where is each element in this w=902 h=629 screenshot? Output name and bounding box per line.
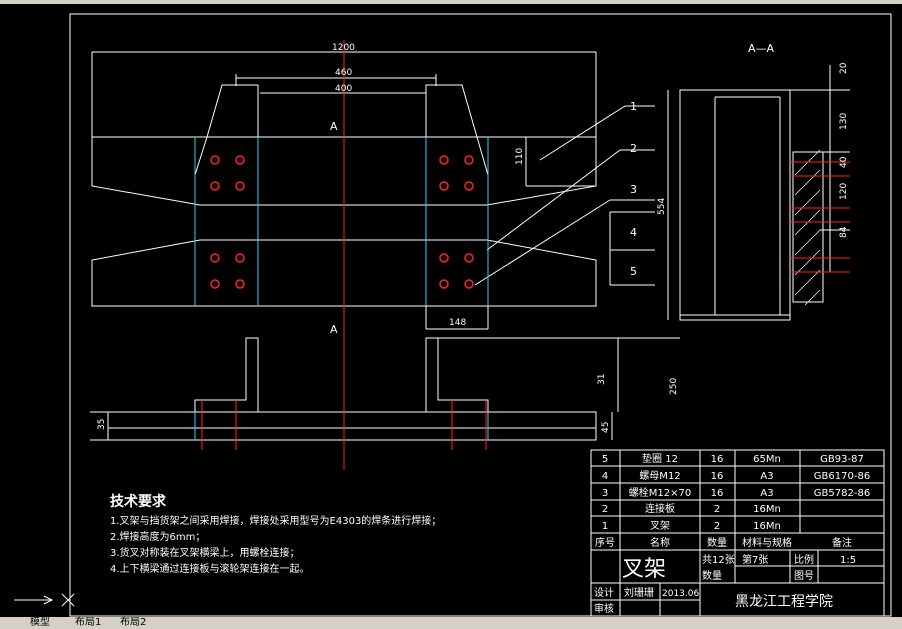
bottom-beam — [107, 411, 597, 441]
sheets-total: 共12张 — [702, 554, 735, 566]
callout-5: 5 — [630, 265, 637, 278]
part-2-name: 连接板 — [645, 502, 675, 515]
qty-label: 数量 — [702, 569, 722, 582]
top-toolbar-edge — [0, 0, 902, 4]
tab-layout1[interactable]: 布局1 — [75, 617, 102, 628]
dim-45: 45 — [601, 422, 611, 433]
scale-label: 比例 — [794, 553, 814, 566]
part-1-name: 叉架 — [650, 520, 670, 532]
section-view-outline — [679, 89, 791, 321]
left-fork-outline — [194, 84, 259, 307]
header-name: 名称 — [650, 536, 670, 549]
part-3-name: 螺栓M12×70 — [629, 486, 691, 499]
part-1-no: 1 — [602, 521, 608, 532]
part-5-name: 垫圈 12 — [642, 452, 678, 465]
tab-layout2[interactable]: 布局2 — [120, 617, 147, 628]
dim-31: 31 — [597, 374, 607, 385]
bottom-right-bracket — [425, 337, 489, 412]
dim-400: 400 — [335, 84, 352, 94]
bolt-holes — [210, 155, 474, 289]
dim-148: 148 — [449, 318, 466, 328]
tech-requirements-title: 技术要求 — [110, 493, 167, 510]
section-label: A—A — [748, 42, 775, 55]
part-3-qty: 16 — [711, 488, 724, 499]
header-material: 材料与规格 — [742, 536, 792, 549]
part-4-note: GB6170-86 — [814, 471, 870, 482]
review-label: 审核 — [594, 602, 614, 615]
tech-requirement-4: 4.上下横梁通过连接板与滚轮架连接在一起。 — [110, 562, 310, 575]
ucs-icon — [14, 593, 75, 607]
designer-name: 刘珊珊 — [624, 587, 654, 599]
header-qty: 数量 — [707, 536, 727, 549]
part-4-no: 4 — [602, 471, 608, 482]
drawing-name: 叉架 — [622, 557, 666, 582]
dim-120: 120 — [839, 183, 849, 200]
callout-3: 3 — [630, 183, 637, 196]
part-5-no: 5 — [602, 454, 608, 465]
callout-2: 2 — [630, 142, 637, 155]
part-5-qty: 16 — [711, 454, 724, 465]
callout-4: 4 — [630, 226, 637, 239]
header-note: 备注 — [832, 536, 852, 549]
dim-1200: 1200 — [332, 43, 355, 53]
dim-84: 84 — [839, 226, 849, 238]
bottom-left-bracket — [194, 337, 259, 412]
cut-label-bottom: A — [330, 323, 338, 336]
part-4-material: A3 — [760, 471, 773, 482]
dim-110: 110 — [515, 148, 525, 165]
part-3-note: GB5782-86 — [814, 488, 870, 499]
school-name: 黑龙江工程学院 — [735, 594, 833, 610]
tech-requirement-1: 1.叉架与挡货架之间采用焊接，焊接处采用型号为E4303的焊条进行焊接； — [110, 514, 441, 527]
outer-frame — [69, 13, 892, 617]
dim-250: 250 — [669, 378, 679, 395]
right-fork-outline — [425, 84, 489, 307]
cut-label-top: A — [330, 120, 338, 133]
part-1-material: 16Mn — [753, 521, 781, 532]
tech-requirement-3: 3.货叉对称装在叉架横梁上，用螺栓连接； — [110, 546, 300, 559]
drawing-no-label: 图号 — [794, 570, 814, 582]
part-3-material: A3 — [760, 488, 773, 499]
part-2-no: 2 — [602, 504, 608, 515]
callout-1: 1 — [630, 100, 637, 113]
header-no: 序号 — [595, 536, 615, 549]
tech-requirement-2: 2.焊接高度为6mm； — [110, 530, 205, 543]
layout-tabs: 模型 布局1 布局2 — [0, 617, 902, 629]
scale-value: 1:5 — [840, 555, 856, 566]
section-hatching — [794, 149, 821, 306]
dim-20: 20 — [839, 62, 849, 74]
design-label: 设计 — [594, 586, 614, 599]
part-2-qty: 2 — [714, 504, 720, 515]
part-5-material: 65Mn — [753, 454, 781, 465]
dim-554: 554 — [657, 198, 667, 215]
tab-model[interactable]: 模型 — [30, 617, 50, 628]
dim-130: 130 — [839, 113, 849, 130]
part-3-no: 3 — [602, 488, 608, 499]
lower-beam — [91, 239, 597, 307]
dim-460: 460 — [335, 68, 352, 78]
part-1-qty: 2 — [714, 521, 720, 532]
design-date: 2013.06 — [662, 589, 699, 599]
part-4-qty: 16 — [711, 471, 724, 482]
part-5-note: GB93-87 — [820, 454, 864, 465]
sheet-no: 第7张 — [742, 553, 768, 566]
part-4-name: 螺母M12 — [639, 470, 680, 482]
dim-35: 35 — [97, 419, 107, 430]
dim-40: 40 — [839, 156, 849, 168]
part-2-material: 16Mn — [753, 504, 781, 515]
